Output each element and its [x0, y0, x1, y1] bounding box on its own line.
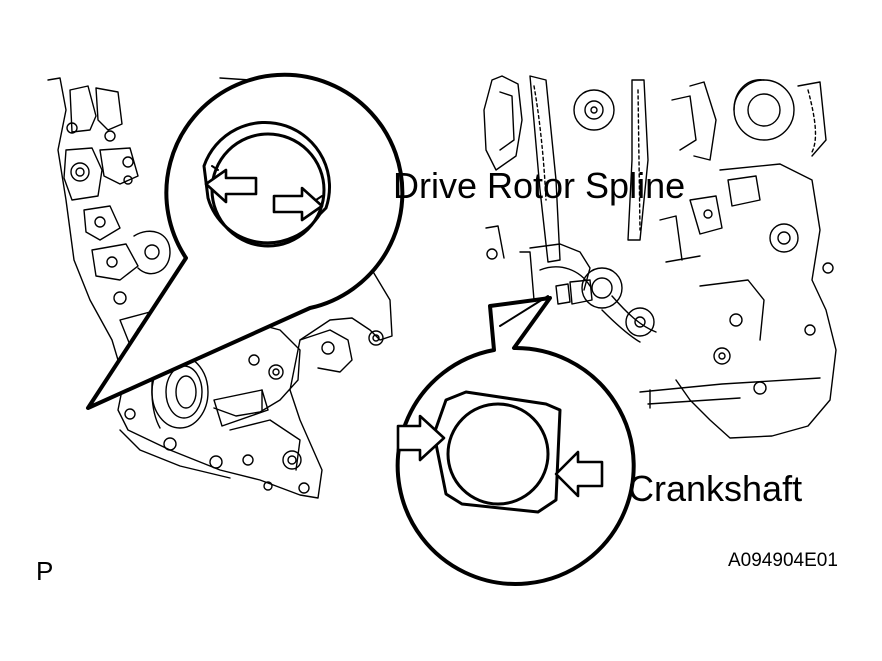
- crankshaft-callout: [395, 296, 636, 586]
- figure-id-label: A094904E01: [728, 550, 838, 571]
- pointer-arrow-icon: [396, 414, 604, 498]
- double-arrow-icon: [204, 168, 324, 222]
- drive-rotor-spline-label: Drive Rotor Spline: [393, 165, 686, 206]
- crankshaft-label: Crankshaft: [628, 468, 803, 509]
- crankshaft-detail: [432, 390, 562, 514]
- crankshaft-pointer: [499, 295, 549, 327]
- view-code-label: P: [36, 556, 54, 586]
- right-engine-block: [483, 75, 837, 439]
